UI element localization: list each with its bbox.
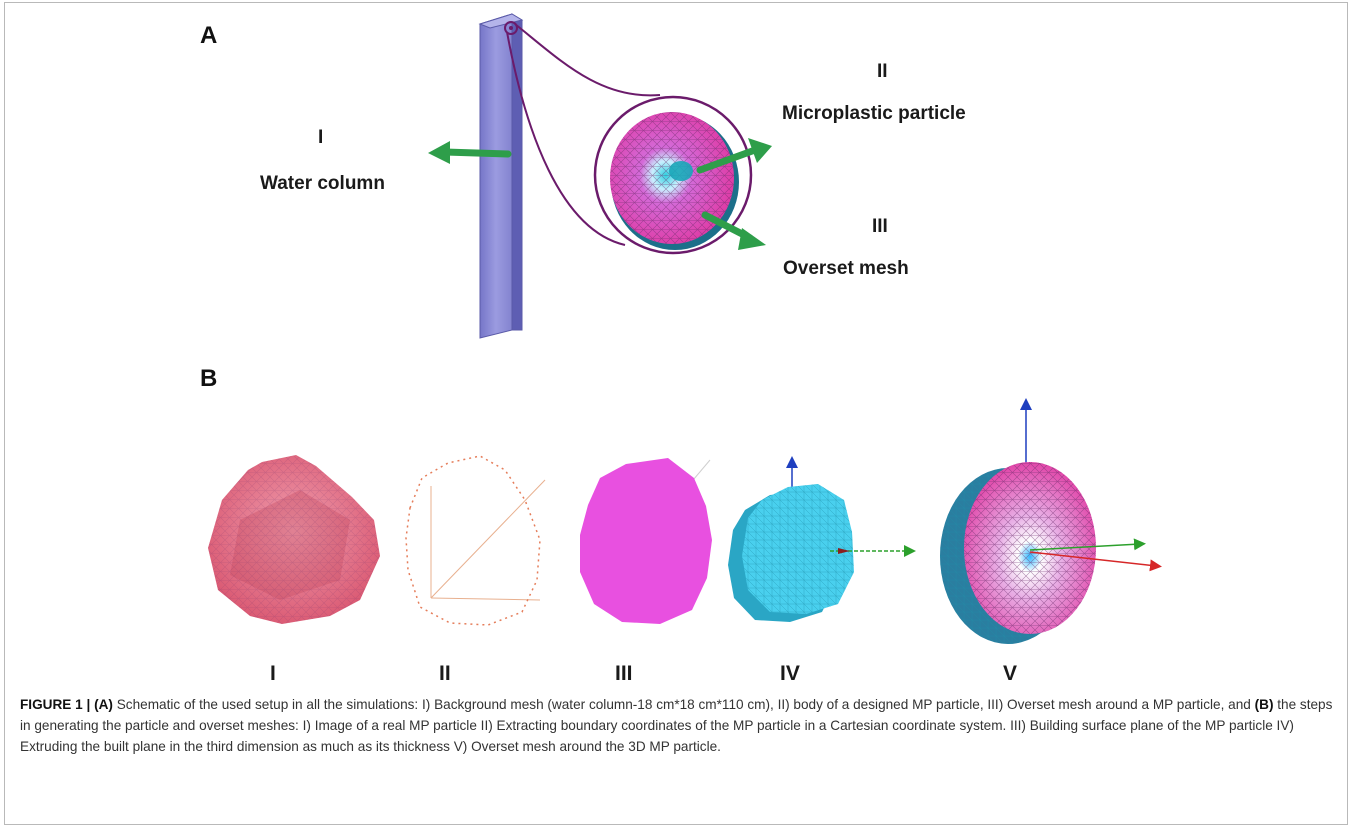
figure-caption: FIGURE 1 | (A) Schematic of the used set… [20,694,1338,757]
water-column-label: Water column [260,173,385,194]
particle-numeral: II [877,61,888,82]
step-label-iv: IV [780,662,800,685]
zoom-line-upper [515,24,660,95]
step-label-ii: II [439,662,451,685]
step-iv-extruded-mesh [728,462,910,622]
caption-text-part-1: Schematic of the used setup in all the s… [113,697,1255,712]
water-column-graphic [480,14,522,338]
step-v-overset-mesh-3d [940,404,1156,644]
overset-label: Overset mesh [783,258,909,279]
step-i-real-particle-image [208,455,380,624]
panel-b-letter: B [200,365,217,392]
figure-graphic: A I Water column II Microplastic particl… [0,0,1354,690]
step-iii-surface-plane [580,458,712,624]
particle-label: Microplastic particle [782,103,966,124]
overset-numeral: III [872,216,888,237]
step-label-iii: III [615,662,633,685]
caption-a-label: (A) [94,697,113,712]
step-label-v: V [1003,662,1017,685]
panel-a-letter: A [200,22,217,49]
step-ii-boundary-outline [406,456,545,625]
step-label-i: I [270,662,276,685]
water-column-numeral: I [318,127,323,148]
caption-figure-label: FIGURE 1 | [20,697,94,712]
caption-b-label: (B) [1255,697,1274,712]
